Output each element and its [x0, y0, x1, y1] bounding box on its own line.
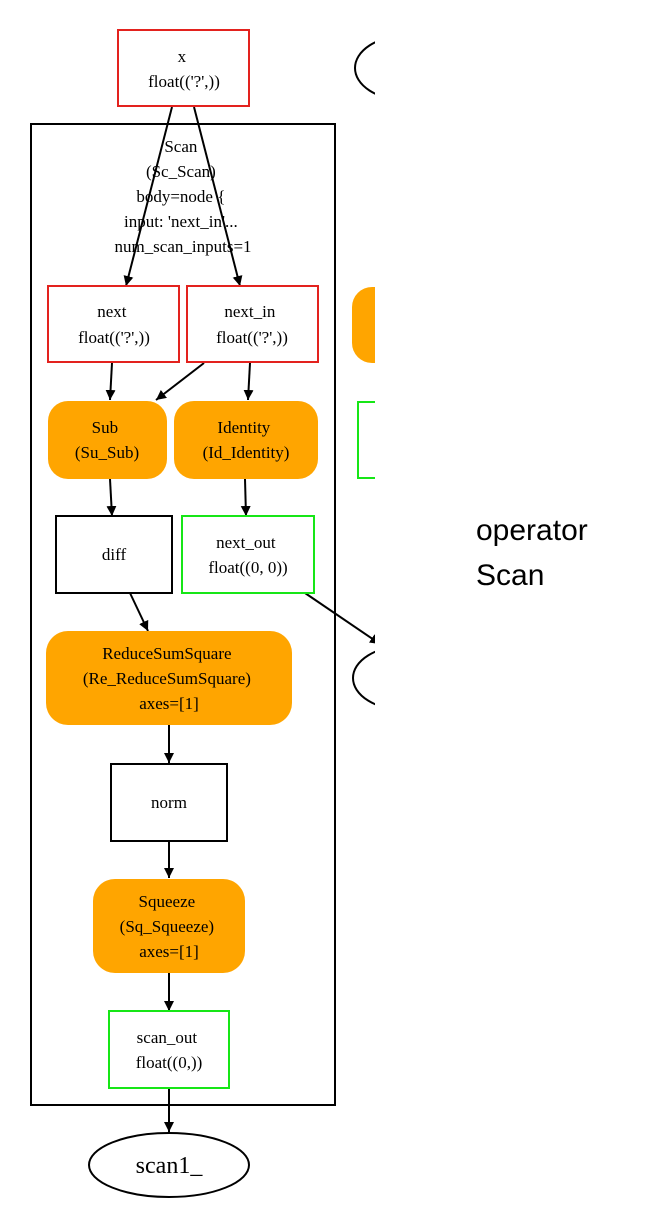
- node-sub-label: Sub (Su_Sub): [75, 418, 139, 462]
- edge-identity-next-out: [240, 478, 251, 517]
- node-identity-box: [174, 401, 318, 479]
- edge-sub-diff: [106, 478, 117, 517]
- node-identity-label: Identity (Id_Identity): [203, 418, 290, 462]
- edge-x-next: [123, 106, 173, 287]
- node-next-in-label: next_in float(('?',)): [216, 302, 288, 347]
- scan-cluster-label: Scan (Sc_Scan) body=node { input: 'next_…: [114, 137, 251, 256]
- edges: [105, 106, 375, 1132]
- node-squeeze-box: [93, 879, 245, 973]
- node-scan-out-label: scan_out float((0,)): [136, 1028, 203, 1072]
- edge-next-in-identity: [243, 362, 254, 401]
- node-sub-box: [48, 401, 167, 479]
- node-next-label: next float(('?',)): [78, 302, 150, 347]
- node-x-box: [117, 29, 250, 107]
- node-norm-box: [110, 763, 228, 842]
- node-scan1-ellipse: [88, 1132, 250, 1198]
- operator-label: operator Scan: [476, 508, 588, 598]
- node-scan1-label: scan1_: [136, 1153, 204, 1179]
- node-reduce-box: [46, 631, 292, 725]
- node-next-in-box: [186, 285, 319, 363]
- edge-next-sub: [105, 362, 116, 401]
- node-next-out-box: [181, 515, 315, 594]
- node-next-out-label: next_out float((0, 0)): [208, 533, 287, 577]
- edge-diff-reduce: [129, 592, 149, 632]
- node-next-box: [47, 285, 180, 363]
- node-diff-box: [55, 515, 173, 594]
- node-scan-out-box: [108, 1010, 230, 1089]
- offscreen-ellipse-top: [354, 41, 375, 95]
- edge-x-next-in: [193, 106, 243, 287]
- operator-label-line1: operator: [476, 514, 588, 547]
- offscreen-output-node: [357, 401, 375, 479]
- node-reduce-label: ReduceSumSquare (Re_ReduceSumSquare) axe…: [83, 644, 255, 713]
- node-squeeze-label: Squeeze (Sq_Squeeze) axes=[1]: [120, 892, 219, 961]
- node-diff-label: diff: [102, 545, 127, 564]
- node-x-label: x float(('?',)): [148, 47, 220, 91]
- node-norm-label: norm: [151, 793, 187, 812]
- edge-next-in-sub: [155, 362, 205, 401]
- edge-next-out-offscreen: [304, 592, 375, 644]
- offscreen-op-node: [352, 287, 375, 363]
- operator-label-line2: Scan: [476, 559, 545, 592]
- offscreen-ellipse-bottom: [352, 650, 375, 706]
